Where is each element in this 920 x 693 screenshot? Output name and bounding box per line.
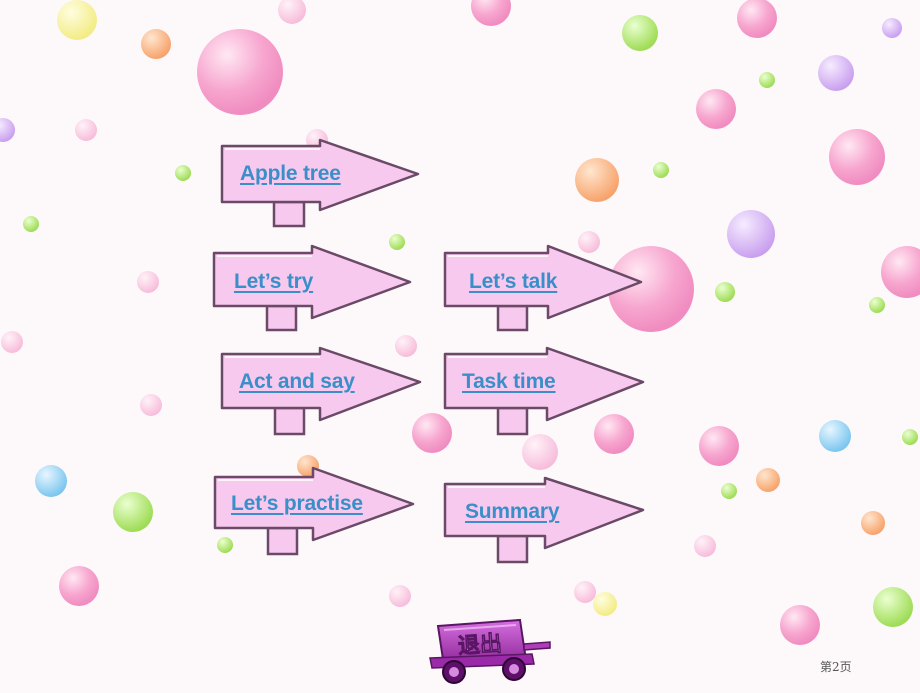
arrow-shape: [220, 346, 422, 436]
menu-label[interactable]: Let’s try: [234, 270, 314, 293]
arrow-shape: [212, 244, 412, 332]
menu-item-lets-talk[interactable]: Let’s talk: [443, 244, 651, 336]
arrow-shape: [220, 138, 420, 228]
exit-label: 退出: [457, 631, 503, 659]
menu-item-summary[interactable]: Summary: [443, 476, 651, 568]
arrow-shape: [443, 346, 645, 436]
menu-label[interactable]: Let’s talk: [469, 270, 558, 293]
menu-item-apple-tree[interactable]: Apple tree: [220, 138, 428, 230]
menu-item-act-and-say[interactable]: Act and say: [220, 346, 428, 440]
arrow-shape: [443, 476, 645, 564]
arrow-shape: [443, 244, 643, 332]
menu-item-lets-try[interactable]: Let’s try: [212, 244, 420, 336]
menu-label[interactable]: Let’s practise: [231, 492, 363, 515]
exit-cart-icon: 退出: [429, 618, 551, 684]
exit-button[interactable]: 退出: [424, 616, 556, 688]
menu-label[interactable]: Task time: [462, 370, 556, 393]
menu-label[interactable]: Summary: [465, 500, 560, 523]
menu-label[interactable]: Apple tree: [240, 162, 341, 185]
menu-label[interactable]: Act and say: [239, 370, 355, 393]
menu-item-task-time[interactable]: Task time: [443, 346, 651, 440]
menu-item-lets-practise[interactable]: Let’s practise: [213, 466, 421, 558]
page-number: 第2页: [820, 660, 852, 674]
arrow-shape: [213, 466, 415, 556]
